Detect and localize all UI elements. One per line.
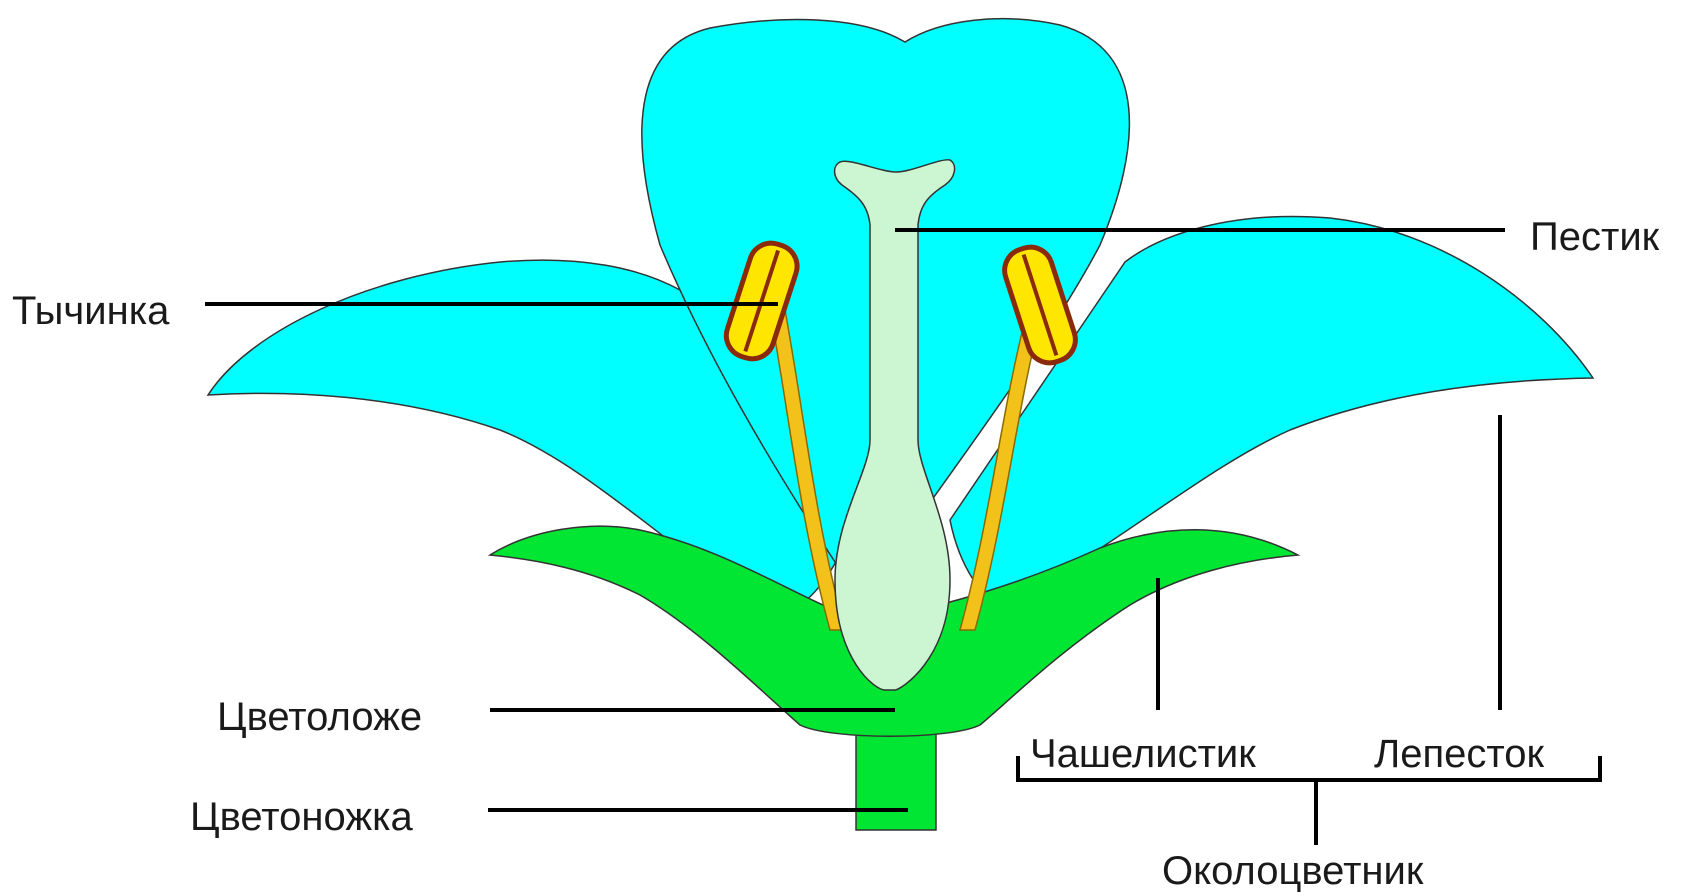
- label-stamen: Тычинка: [12, 289, 170, 333]
- label-pistil: Пестик: [1530, 215, 1660, 259]
- label-pedicel: Цветоножка: [190, 795, 413, 839]
- label-perianth: Околоцветник: [1162, 849, 1424, 893]
- label-receptacle: Цветоложе: [217, 695, 422, 739]
- pedicel-shape: [856, 725, 936, 830]
- label-petal: Лепесток: [1374, 732, 1545, 776]
- label-sepal: Чашелистик: [1030, 732, 1256, 776]
